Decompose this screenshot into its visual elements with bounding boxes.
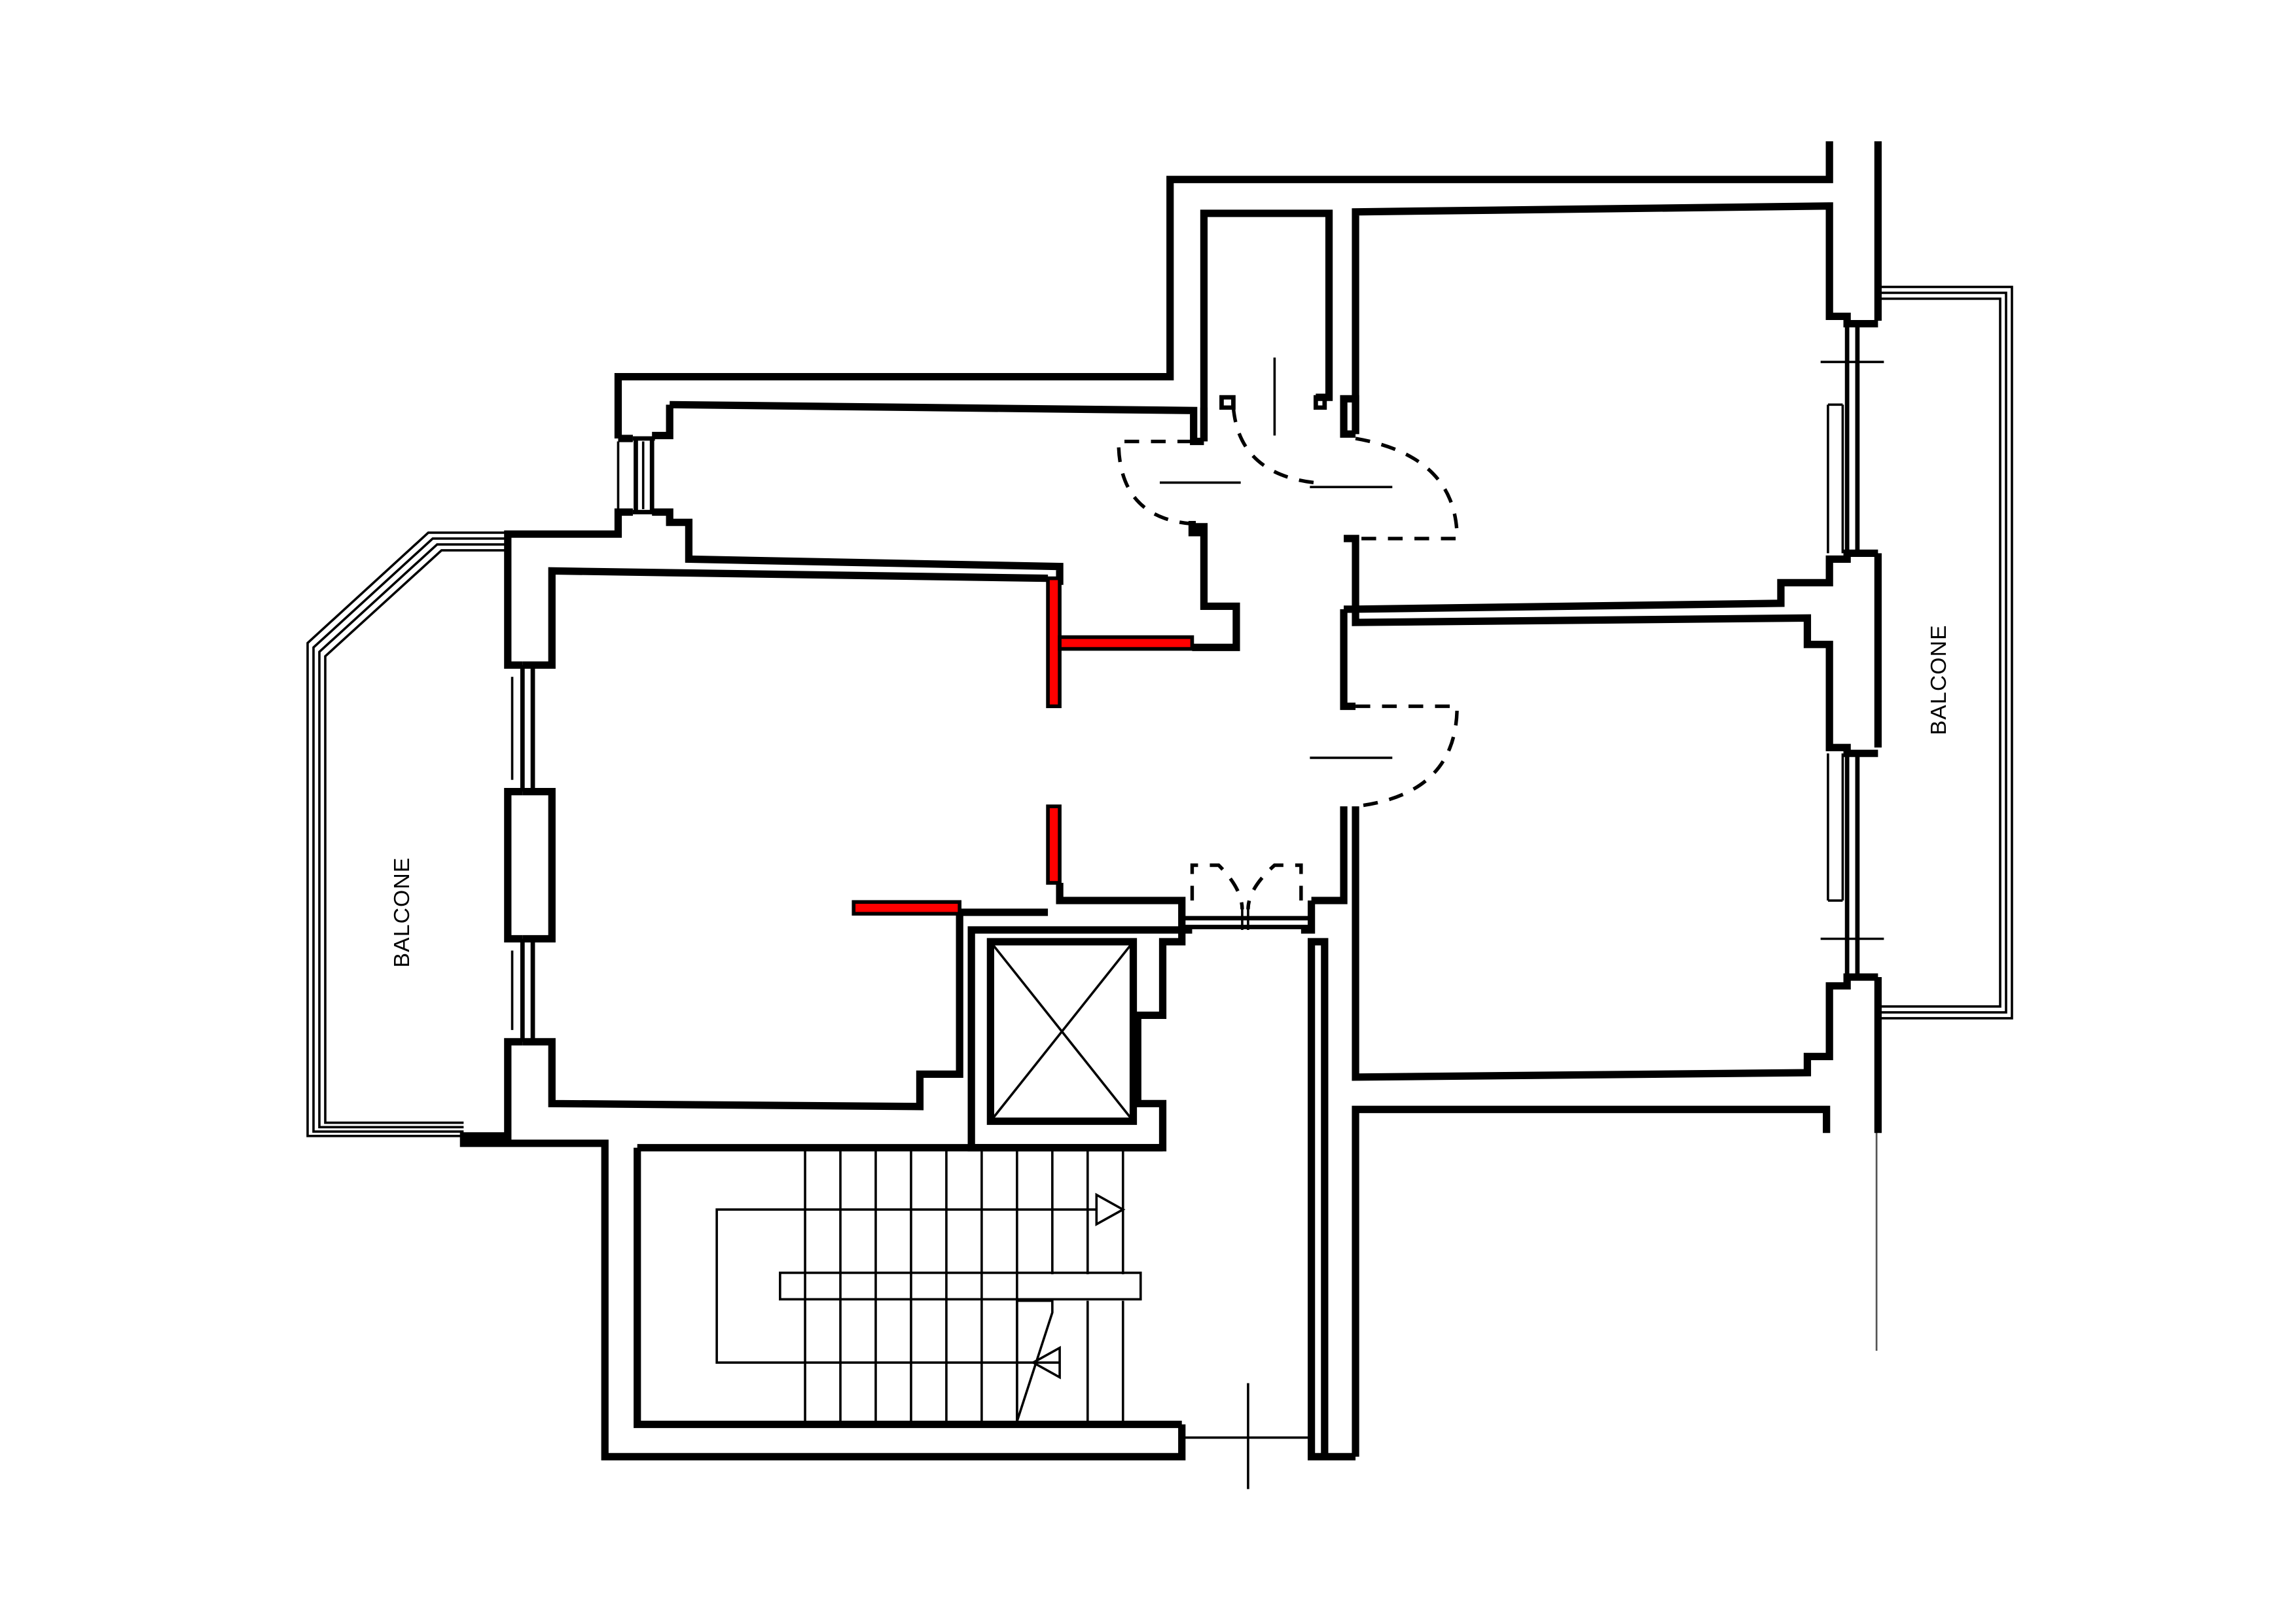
room-north-west xyxy=(617,401,1204,585)
stair-core xyxy=(634,926,1329,1489)
new-wall-t-horizontal xyxy=(1058,635,1194,651)
balcony-east-label: BALCONE xyxy=(1926,624,1951,735)
room-bath xyxy=(1200,209,1333,442)
balcony-west: BALCONE xyxy=(306,531,508,1137)
hall-walls xyxy=(1056,520,1316,934)
stair-treads xyxy=(804,1150,1124,1421)
room-south-east xyxy=(1311,605,1884,1081)
new-walls xyxy=(852,576,1194,916)
room-living xyxy=(511,567,1049,1111)
new-wall-stub xyxy=(1046,804,1062,885)
room-north-east xyxy=(1340,202,1884,613)
balcony-west-label: BALCONE xyxy=(389,857,414,968)
new-wall-partition xyxy=(852,900,961,916)
door-swings xyxy=(1117,407,1459,910)
exterior-walls xyxy=(459,141,1882,1461)
balcony-east: BALCONE xyxy=(1875,285,2013,1351)
